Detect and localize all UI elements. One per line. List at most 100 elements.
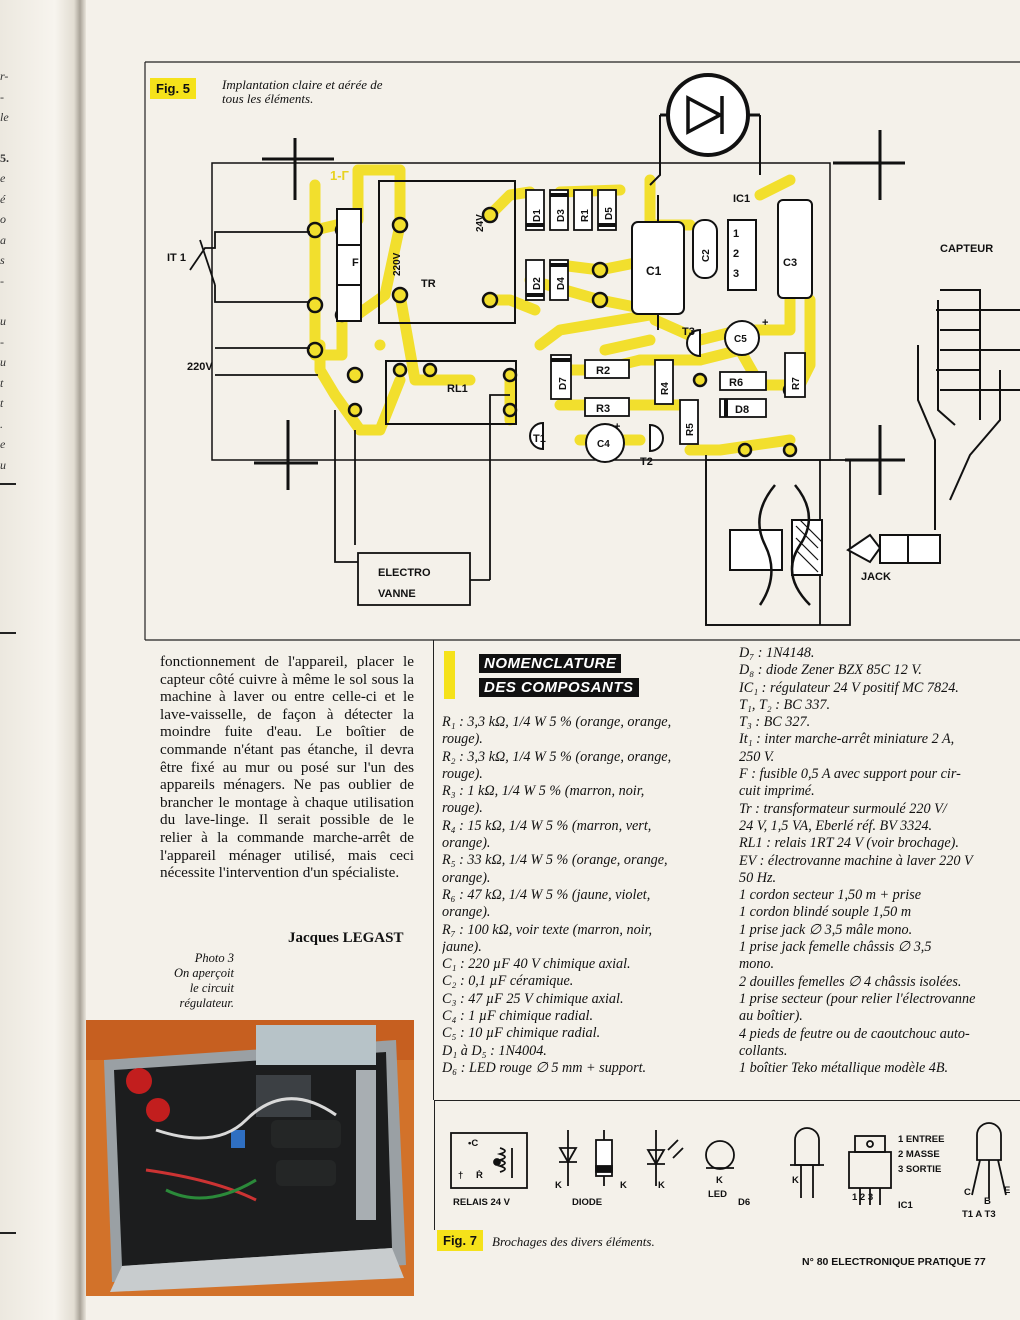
component-line: 4 pieds de feutre ou de caoutchouc auto-	[739, 1025, 970, 1042]
d2-label: D2	[532, 277, 543, 290]
component-line: D₈ : diode Zener BZX 85C 12 V.	[739, 662, 922, 679]
component-line: R₂ : 3,3 kΩ, 1/4 W 5 % (orange, orange,	[442, 748, 672, 765]
photo3-caption-line: régulateur.	[179, 996, 234, 1010]
ic-entree: 1 ENTREE	[898, 1134, 944, 1145]
page-footer: N° 80 ELECTRONIQUE PRATIQUE 77	[802, 1256, 986, 1268]
led-side-k: K	[792, 1175, 799, 1186]
component-line: 50 Hz.	[739, 869, 777, 886]
c1-label: C1	[646, 264, 662, 278]
t3-label: T3	[682, 326, 695, 338]
ic1-pin3: 3	[733, 268, 739, 280]
led-k: K	[658, 1180, 665, 1191]
photo3-caption-line: le circuit	[189, 981, 234, 995]
fig5-circuit-layout: IT 1 220V CAPTEUR JACK ELECTRO VANNE TR …	[144, 61, 1020, 641]
component-line: 250 V.	[739, 748, 775, 765]
fig5-label: Fig. 5	[150, 78, 196, 99]
c4-label: C4	[597, 439, 610, 450]
component-line: R₁ : 3,3 kΩ, 1/4 W 5 % (orange, orange,	[442, 714, 672, 730]
t1-label: T1	[533, 433, 546, 445]
fig7-top-rule	[434, 1100, 1020, 1101]
margin-fragment: o	[0, 212, 6, 226]
margin-rule	[0, 632, 16, 634]
r7-label: R7	[791, 377, 802, 390]
fuse-label: F	[352, 257, 359, 269]
margin-fragment: .	[0, 416, 3, 431]
component-line: 1 cordon blindé souple 1,50 m	[739, 904, 912, 921]
diode-label: DIODE	[572, 1197, 602, 1208]
component-line: F : fusible 0,5 A avec support pour cir-	[739, 766, 961, 783]
tr-24v: 24V	[475, 214, 486, 232]
nomenclature-title-2: DES COMPOSANTS	[479, 678, 639, 697]
margin-fragment: t	[0, 396, 4, 410]
r1-label: R1	[580, 209, 591, 222]
margin-fragment: -	[0, 89, 4, 104]
component-line: D₆ : LED rouge ∅ 5 mm + support.	[442, 1059, 647, 1076]
component-line: D₁ à D₅ : 1N4004.	[442, 1042, 547, 1059]
jack-label: JACK	[861, 571, 891, 583]
ic1-pin1: 1	[733, 228, 739, 240]
margin-fragment: e	[0, 437, 6, 451]
component-line: Tr : transformateur surmoulé 220 V/	[739, 800, 947, 817]
vanne-label: VANNE	[378, 588, 416, 600]
margin-fragment: é	[0, 191, 6, 206]
fig7-label: Fig. 7	[437, 1230, 483, 1251]
fig7-left-rule	[434, 1100, 435, 1230]
component-line: orange).	[442, 904, 491, 921]
relais-r: Ṙ	[476, 1170, 483, 1181]
margin-fragment: t	[0, 375, 4, 390]
fig5-caption-line: Implantation claire et aérée de	[222, 77, 383, 92]
component-line: R₆ : 47 kΩ, 1/4 W 5 % (jaune, violet,	[442, 886, 651, 903]
margin-fragment: u	[0, 457, 6, 472]
component-line: mono.	[739, 956, 775, 973]
r5-label: R5	[685, 423, 696, 436]
margin-fragment: -	[0, 334, 4, 349]
c5-plus: +	[762, 317, 768, 329]
component-line: orange).	[442, 869, 491, 886]
component-line: R₃ : 1 kΩ, 1/4 W 5 % (marron, noir,	[442, 783, 645, 800]
component-line: 24 V, 1,5 VA, Eberlé réf. BV 3324.	[739, 817, 933, 834]
electro-label: ELECTRO	[378, 567, 431, 579]
d1-label: D1	[532, 209, 543, 222]
margin-rule	[0, 1232, 16, 1234]
transistor-c: C	[964, 1187, 971, 1198]
transistor-e: E	[1004, 1185, 1010, 1196]
component-line: C₅ : 10 µF chimique radial.	[442, 1025, 601, 1042]
relais-c: •C	[468, 1138, 478, 1149]
photo3-caption: Photo 3 On aperçoit le circuit régulateu…	[150, 951, 234, 1011]
fig7-pinouts: •C † Ṙ RELAIS 24 V DIODE K K K K LED D6 …	[450, 1122, 1010, 1220]
c4-plus: +	[614, 421, 620, 433]
component-line: cuit imprimé.	[739, 783, 815, 800]
margin-text-fragments: r- - le 5. e é o a s - u - u t t . e u	[0, 66, 16, 475]
margin-fragment: r-	[0, 69, 9, 83]
nomenclature-title-1: NOMENCLATURE	[479, 654, 622, 673]
component-line: T₁, T₂ : BC 337.	[739, 696, 831, 713]
component-line: C₁ : 220 µF 40 V chimique axial.	[442, 956, 631, 973]
d3-label: D3	[556, 209, 567, 222]
relais-label: RELAIS 24 V	[453, 1197, 511, 1208]
component-line: rouge).	[442, 731, 483, 748]
component-line: R₅ : 33 kΩ, 1/4 W 5 % (orange, orange,	[442, 852, 668, 869]
page-fold	[0, 0, 86, 1320]
margin-fragment: u	[0, 314, 6, 328]
relais-t: †	[458, 1170, 463, 1181]
component-line: 1 cordon secteur 1,50 m + prise	[739, 887, 922, 904]
d7-label: D7	[558, 377, 569, 390]
component-line: C₄ : 1 µF chimique radial.	[442, 1008, 594, 1025]
component-line: collants.	[739, 1042, 788, 1059]
component-line: C₃ : 47 µF 25 V chimique axial.	[442, 990, 624, 1007]
column-divider	[433, 640, 434, 1100]
r2-label: R2	[596, 365, 610, 377]
photo3-caption-line: On aperçoit	[173, 966, 234, 980]
margin-fragment: s	[0, 253, 5, 267]
component-line: jaune).	[442, 938, 482, 955]
photo3-caption-line: Photo 3	[194, 951, 234, 965]
article-paragraph: fonctionnement de l'appareil, placer le …	[160, 653, 414, 882]
margin-fragment: -	[0, 273, 4, 288]
d4-label: D4	[556, 277, 567, 290]
component-line: 1 boîtier Teko métallique modèle 4B.	[739, 1060, 949, 1077]
component-line: orange).	[442, 835, 491, 852]
component-line: au boîtier).	[739, 1008, 803, 1025]
c5-label: C5	[734, 334, 747, 345]
component-line: R₇ : 100 kΩ, voir texte (marron, noir,	[442, 921, 653, 938]
component-line: 1 prise jack ∅ 3,5 mâle mono.	[739, 921, 913, 938]
